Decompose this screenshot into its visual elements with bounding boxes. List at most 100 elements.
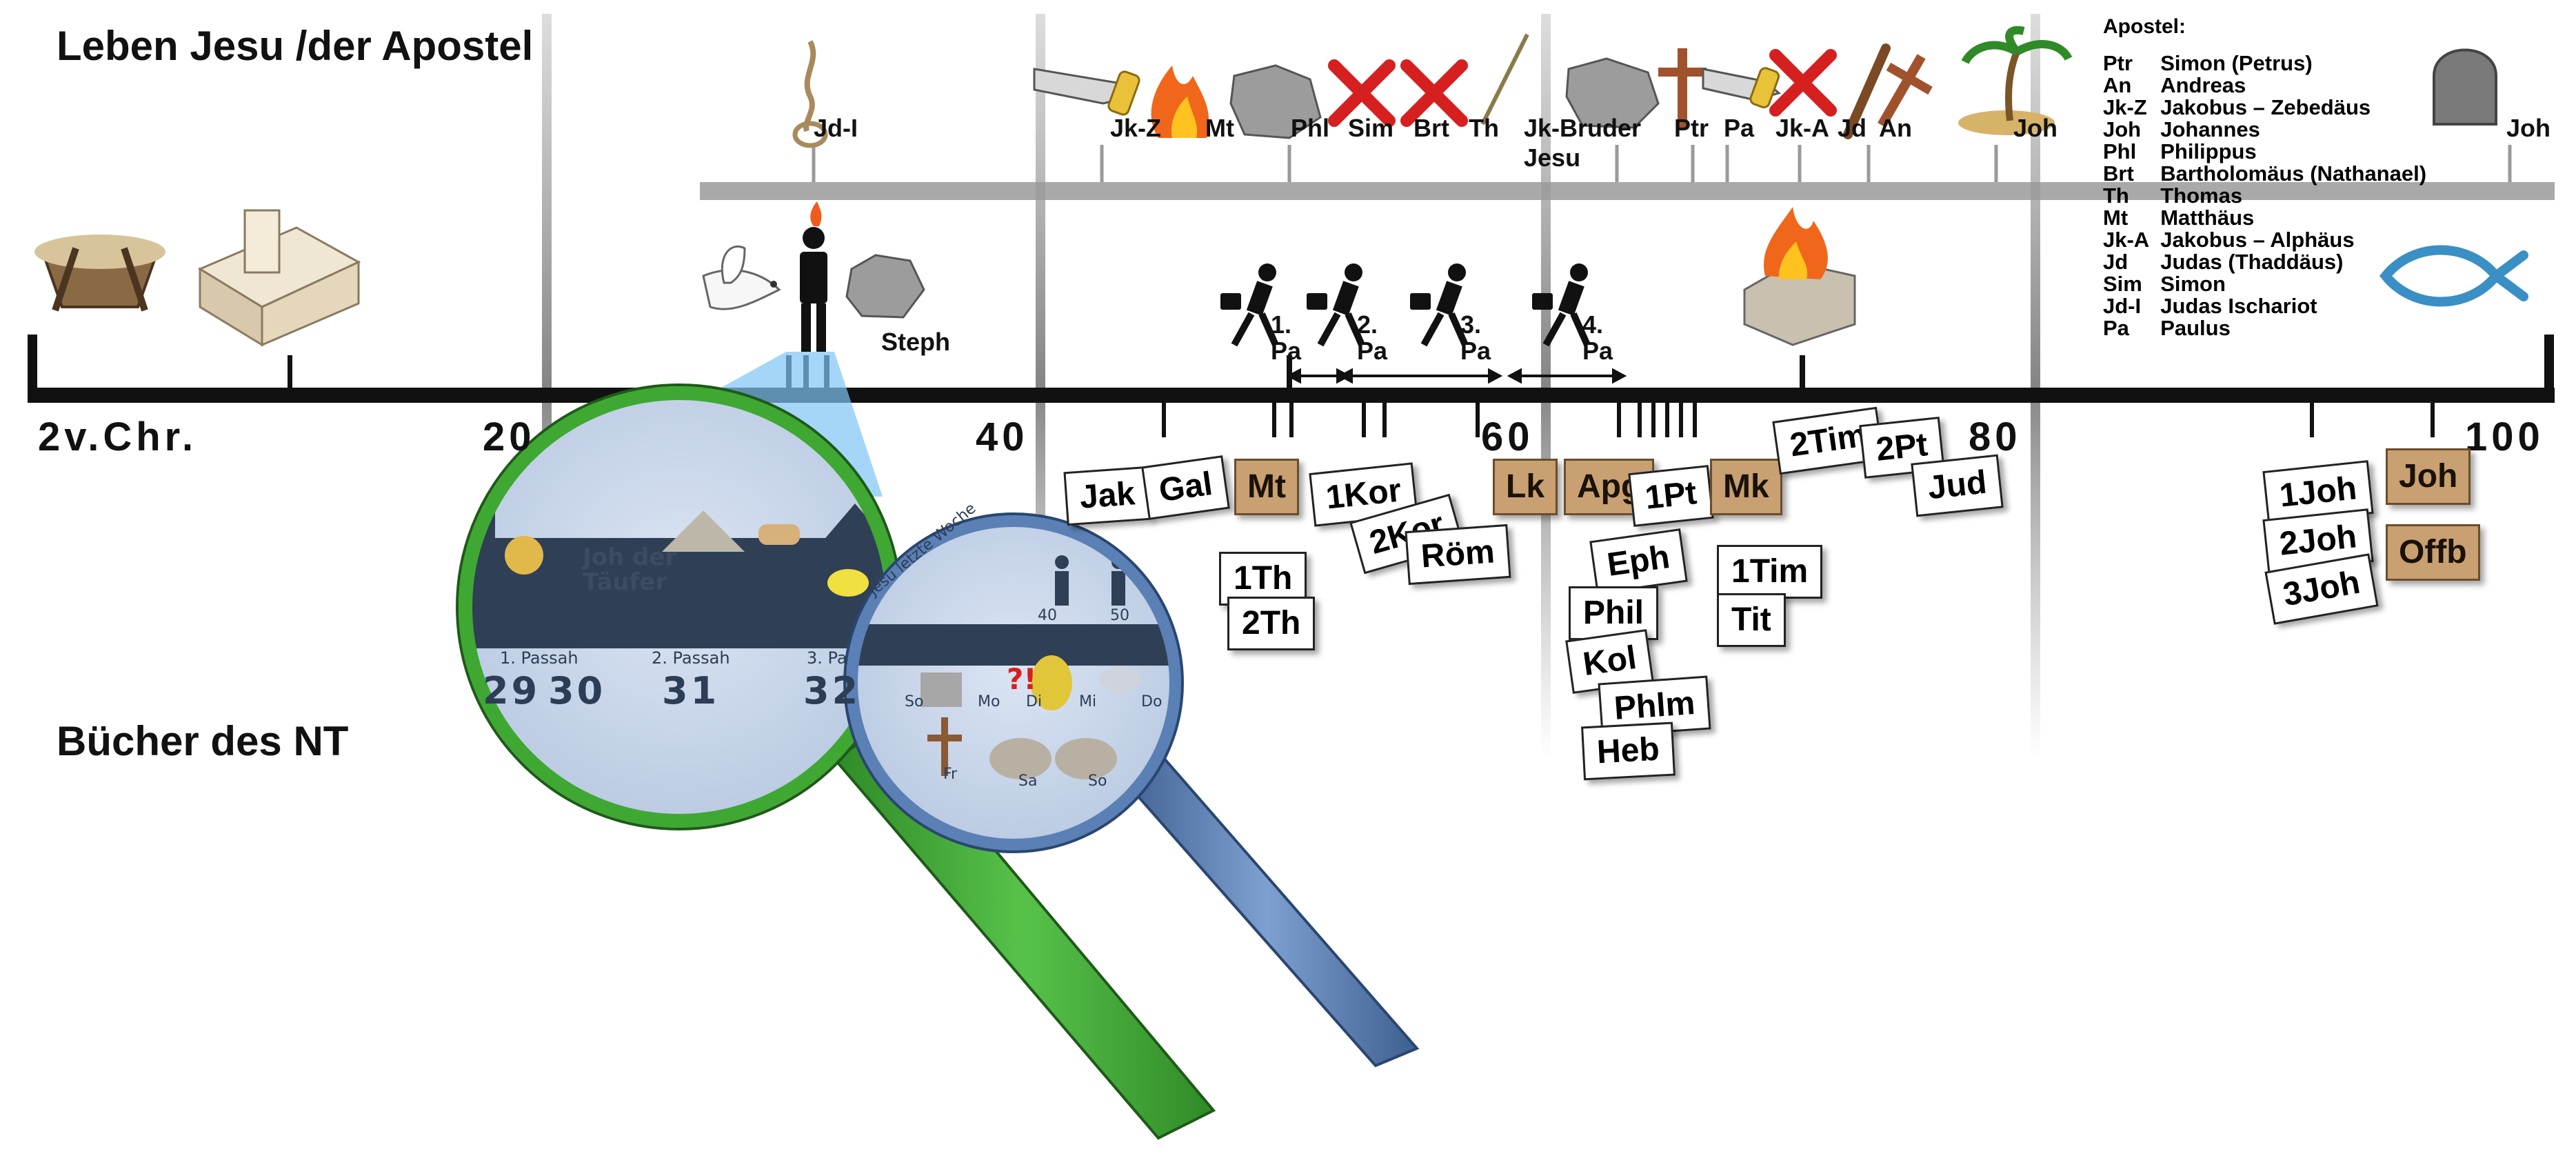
x-cross-icon <box>1769 49 1837 117</box>
inset-day: Di <box>1026 693 1043 710</box>
book-tit: Tit <box>1717 593 1786 647</box>
burning-city-icon <box>1743 207 1856 346</box>
spear-icon <box>1480 33 1529 126</box>
journey-number: 3. <box>1460 310 1482 339</box>
inset-day: Fr <box>943 766 958 783</box>
legend-name: Judas Ischariot <box>2160 294 2317 318</box>
death-label-sim: Sim <box>1348 114 1394 142</box>
book-mt: Mt <box>1234 459 1299 515</box>
death-label-joh: Joh <box>2013 114 2058 142</box>
death-label-brt: Brt <box>1413 114 1449 142</box>
death-label-jd-i: Jd-I <box>814 114 858 142</box>
inset-day: Sa <box>1018 773 1038 790</box>
legend-abbr: Th <box>2103 183 2129 208</box>
inset-year: 29 <box>483 669 541 712</box>
runner-icon <box>1220 263 1279 347</box>
year-label: 2v.Chr. <box>38 415 198 459</box>
cross-icon <box>1658 48 1707 128</box>
death-label-jesu: Jesu <box>1524 143 1581 172</box>
legend-row: Sim Simon <box>2103 273 2437 295</box>
x-cross-icon <box>1328 59 1468 127</box>
book-1pt: 1Pt <box>1628 465 1714 527</box>
legend-abbr: Brt <box>2103 161 2134 186</box>
legend-abbr: An <box>2103 73 2132 97</box>
legend-name: Paulus <box>2160 316 2231 340</box>
inset-age: 50 <box>1110 607 1129 624</box>
apostle-legend-title: Apostel: <box>2103 15 2186 38</box>
runner-icon <box>1410 263 1469 347</box>
legend-name: Matthäus <box>2160 206 2255 230</box>
legend-abbr: Jk-Z <box>2103 95 2147 119</box>
inset-day: So <box>1088 773 1107 790</box>
runner-icon <box>1307 263 1365 347</box>
inset-passah-label: 1. Passah <box>500 648 578 668</box>
stone-icon <box>1229 64 1322 139</box>
club-icon <box>1843 43 1891 139</box>
legend-name: Jakobus – Alphäus <box>2160 228 2355 252</box>
book-lk: Lk <box>1493 459 1558 515</box>
legend-abbr: Pa <box>2103 316 2129 340</box>
inset-passah-label: 3. Pa <box>807 648 847 668</box>
legend-abbr: Jd-I <box>2103 294 2142 318</box>
stone-icon <box>845 254 925 319</box>
book-gal: Gal <box>1141 455 1231 520</box>
inset-year: 31 <box>662 669 720 712</box>
legend-row: Pa Paulus <box>2103 317 2437 339</box>
year-label: 80 <box>1969 415 2022 459</box>
journey-word: Pa <box>1460 337 1491 365</box>
stone-icon <box>1565 57 1660 129</box>
legend-abbr: Mt <box>2103 206 2129 230</box>
year-label: 40 <box>976 415 1029 459</box>
legend-name: Thomas <box>2160 183 2243 208</box>
temple-icon <box>197 209 361 347</box>
death-label-jk-z: Jk-Z <box>1110 114 1162 142</box>
death-label-mt: Mt <box>1205 114 1234 142</box>
timeline-axis <box>28 388 2555 403</box>
journey-word: Pa <box>1357 337 1388 365</box>
book-1tim: 1Tim <box>1717 545 1823 599</box>
year-label: 100 <box>2465 415 2544 459</box>
blue-magnifier <box>843 512 1420 1068</box>
inset-age: 40 <box>1038 607 1057 624</box>
fire-icon <box>1151 66 1209 138</box>
inset-joh-label: Joh der Täufer <box>583 544 677 596</box>
title-books: Bücher des NT <box>57 718 349 764</box>
journey-number: 2. <box>1357 310 1378 339</box>
book-heb: Heb <box>1581 721 1676 781</box>
journey-number: 4. <box>1582 310 1604 339</box>
legend-abbr: Sim <box>2103 272 2142 296</box>
legend-name: Jakobus – Zebedäus <box>2160 95 2371 119</box>
legend-name: Johannes <box>2160 117 2260 141</box>
event-label-steph: Steph <box>881 328 951 356</box>
legend-abbr: Phl <box>2103 139 2137 163</box>
inset-year: 30 <box>548 669 606 712</box>
inset-passah-label: 2. Passah <box>652 648 730 668</box>
book-mk: Mk <box>1710 459 1782 515</box>
inset-day: So <box>905 693 924 710</box>
legend-row: Jd-I Judas Ischariot <box>2103 295 2437 317</box>
fish-icon <box>2379 245 2528 307</box>
inset-marker: ?! <box>1007 662 1037 696</box>
person-with-flame-icon <box>800 201 827 352</box>
book-2th: 2Th <box>1227 597 1316 650</box>
journey-word: Pa <box>1582 337 1613 365</box>
legend-name: Simon <box>2160 272 2226 296</box>
death-label-an: An <box>1879 114 1912 142</box>
green-magnifier <box>456 383 1216 1140</box>
sword-icon <box>1033 68 1140 116</box>
gravestone-icon <box>2433 48 2497 126</box>
legend-name: Simon (Petrus) <box>2160 51 2313 75</box>
death-label-pa: Pa <box>1724 114 1755 142</box>
journey-word: Pa <box>1271 337 1302 365</box>
book-jud: Jud <box>1911 454 2004 517</box>
book-rom: Röm <box>1405 524 1511 586</box>
year-label: 20 <box>483 415 536 459</box>
